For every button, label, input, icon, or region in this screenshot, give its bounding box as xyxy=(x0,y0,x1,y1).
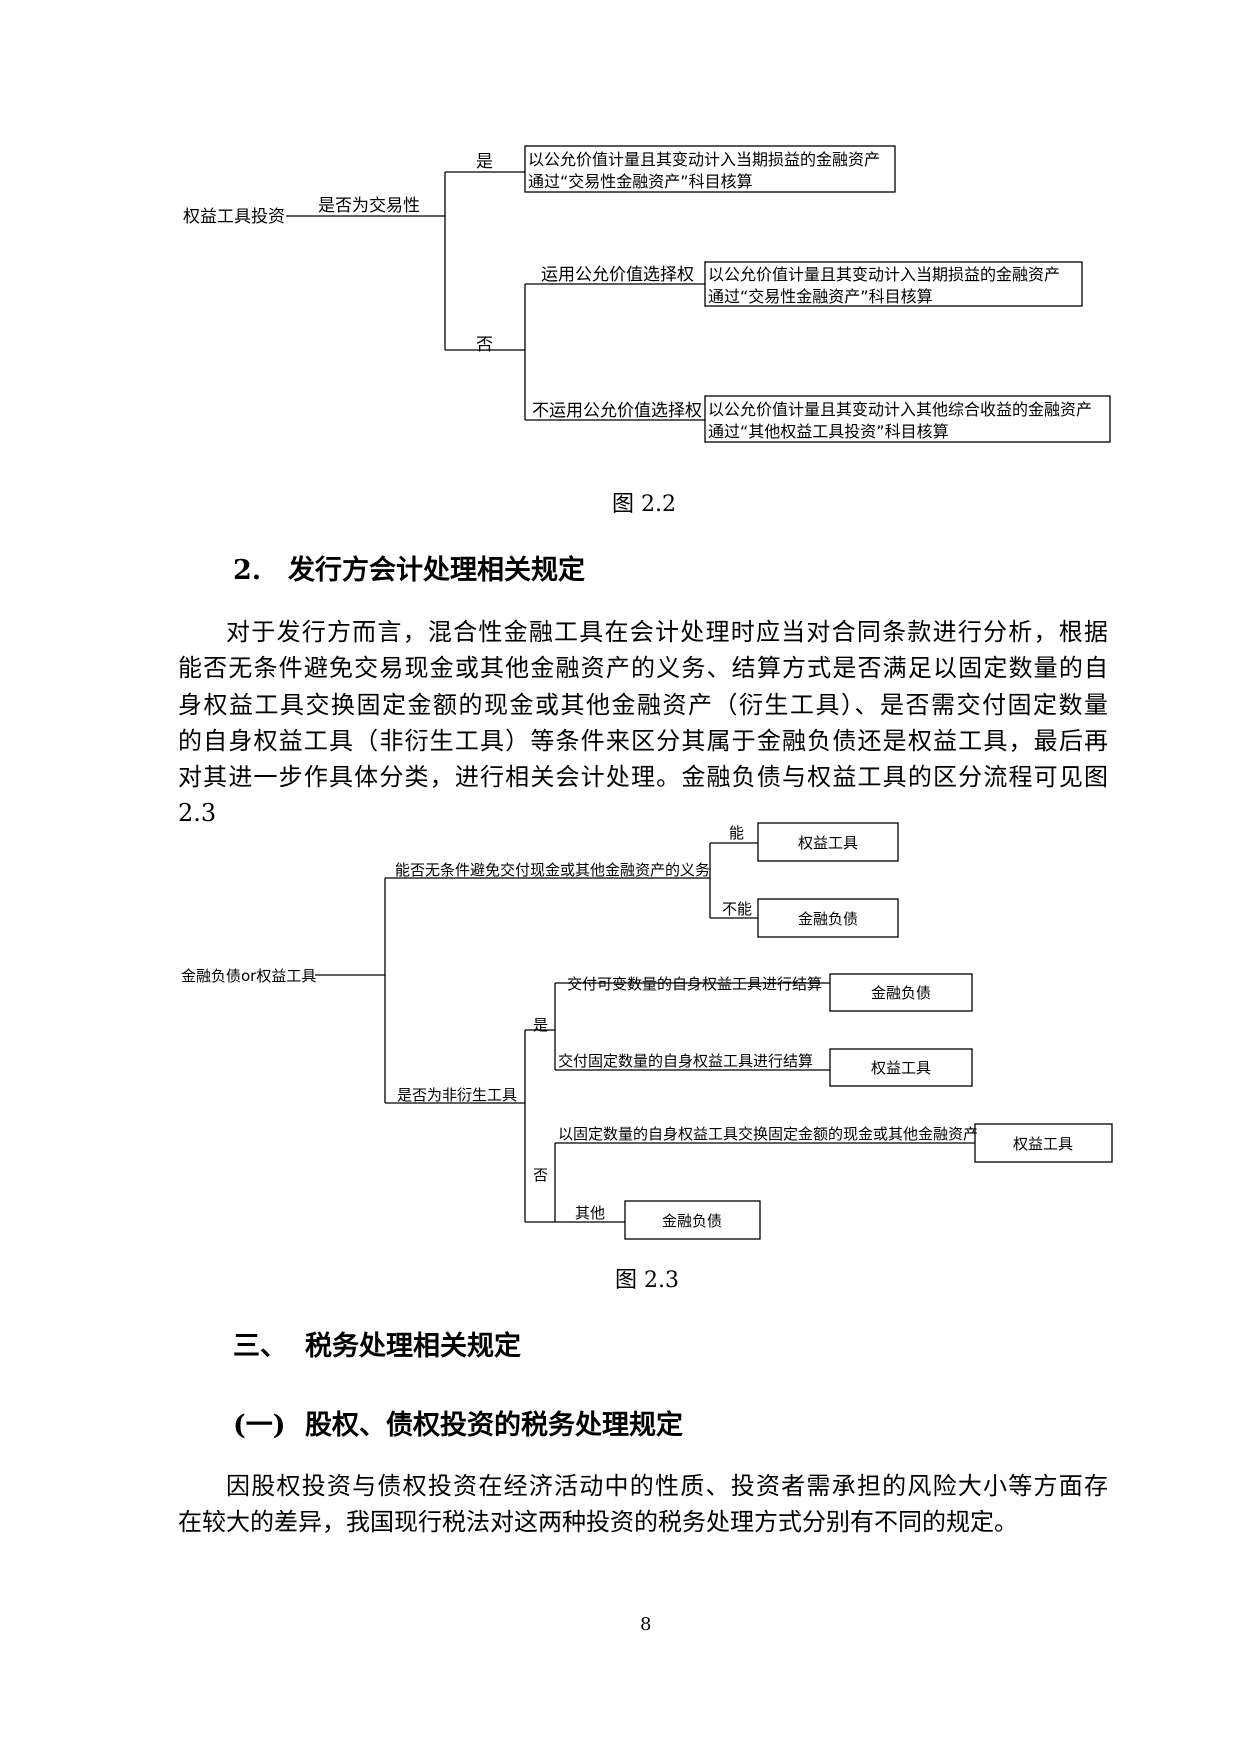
option-not-use-result-text: 通过“其他权益工具投资”科目核算 xyxy=(708,422,949,441)
q2-no-a-result-box xyxy=(974,1123,1113,1163)
option-use-label: 运用公允价值选择权 xyxy=(541,265,694,285)
branch-label: 其他 xyxy=(575,1204,605,1222)
question-label: 能否无条件避免交付现金或其他金融资产的义务 xyxy=(395,861,710,879)
q2-yes-a-result-box xyxy=(829,973,973,1012)
paragraph-line: 对于发行方而言，混合性金融工具在会计处理时应当对合同条款进行分析，根据 xyxy=(226,618,1108,646)
branch-label: 交付可变数量的自身权益工具进行结算 xyxy=(567,975,822,993)
paragraph-line: 能否无条件避免交易现金或其他金融资产的义务、结算方式是否满足以固定数量的自 xyxy=(178,654,1108,683)
subsection-title: 股权、债权投资的税务处理规定 xyxy=(305,1410,683,1441)
option-not-use-result-text: 以公允价值计量且其变动计入其他综合收益的金融资产 xyxy=(708,400,1092,419)
option-not-use-result-box xyxy=(704,395,1111,443)
root-label: 金融负债or权益工具 xyxy=(181,967,316,985)
figure-2-2-tree: 权益工具投资 是否为交易性 是 否 运用公允价值选择权 不运用公允价值选择权 以… xyxy=(183,145,1111,443)
branch-label: 以固定数量的自身权益工具交换固定金额的现金或其他金融资产 xyxy=(558,1125,978,1143)
paragraph-line: 对其进一步作具体分类，进行相关会计处理。金融负债与权益工具的区分流程可见图 xyxy=(178,763,1108,792)
option-use-result-text: 以公允价值计量且其变动计入当期损益的金融资产 xyxy=(708,265,1060,284)
no-label: 否 xyxy=(533,1166,548,1184)
yes-label: 能 xyxy=(729,824,744,842)
section-heading: 2. 发行方会计处理相关规定 xyxy=(233,548,585,587)
section-title: 发行方会计处理相关规定 xyxy=(288,555,585,586)
paragraph-line: 在较大的差异，我国现行税法对这两种投资的税务处理方式分别有不同的规定。 xyxy=(178,1508,1018,1537)
body-paragraph: 因股权投资与债权投资在经济活动中的性质、投资者需承担的风险大小等方面存 在较大的… xyxy=(178,1468,1108,1541)
result-label: 权益工具 xyxy=(871,1059,931,1077)
yes-result-text: 以公允价值计量且其变动计入当期损益的金融资产 xyxy=(528,150,880,169)
page-number: 8 xyxy=(640,1614,652,1635)
result-label: 权益工具 xyxy=(798,834,858,852)
subsection-number: (一) xyxy=(233,1410,286,1441)
no-label: 不能 xyxy=(722,900,752,918)
figure-2-3-tree: 金融负债or权益工具 能否无条件避免交付现金或其他金融资产的义务 能 不能 权益… xyxy=(181,822,1113,1240)
yes-label: 是 xyxy=(476,152,493,172)
result-label: 金融负债 xyxy=(662,1212,722,1230)
q1-no-result-box xyxy=(757,898,899,938)
figure-caption: 图 2.2 xyxy=(612,492,676,517)
root-label: 权益工具投资 xyxy=(183,207,285,227)
result-label: 金融负债 xyxy=(871,984,931,1002)
section-heading: 三、税务处理相关规定 xyxy=(233,1324,521,1363)
paragraph-line: 2.3 xyxy=(178,799,217,828)
question-label: 是否为非衍生工具 xyxy=(397,1086,517,1104)
result-label: 权益工具 xyxy=(1013,1135,1073,1153)
yes-label: 是 xyxy=(533,1016,548,1034)
subsection-heading: (一) 股权、债权投资的税务处理规定 xyxy=(233,1403,683,1442)
paragraph-line: 的自身权益工具（非衍生工具）等条件来区分其属于金融负债还是权益工具，最后再 xyxy=(178,726,1108,755)
q1-yes-result-box xyxy=(757,822,899,862)
option-use-result-box xyxy=(704,261,1083,307)
result-label: 金融负债 xyxy=(798,910,858,928)
figure-caption: 图 2.3 xyxy=(615,1268,679,1293)
q2-yes-b-result-box xyxy=(829,1048,973,1087)
option-use-result-text: 通过“交易性金融资产”科目核算 xyxy=(708,287,933,306)
section-number: 三、 xyxy=(233,1331,287,1362)
section-title: 税务处理相关规定 xyxy=(305,1331,521,1362)
question-label: 是否为交易性 xyxy=(318,196,420,216)
paragraph-line: 身权益工具交换固定金额的现金或其他金融资产（衍生工具）、是否需交付固定数量 xyxy=(178,690,1108,719)
yes-result-box xyxy=(524,145,896,193)
no-label: 否 xyxy=(476,335,493,355)
option-not-use-label: 不运用公允价值选择权 xyxy=(532,401,702,421)
paragraph-line: 因股权投资与债权投资在经济活动中的性质、投资者需承担的风险大小等方面存 xyxy=(226,1472,1108,1500)
section-number: 2. xyxy=(233,555,262,586)
body-paragraph: 对于发行方而言，混合性金融工具在会计处理时应当对合同条款进行分析，根据 能否无条… xyxy=(178,614,1108,832)
q2-no-b-result-box xyxy=(624,1200,761,1240)
branch-label: 交付固定数量的自身权益工具进行结算 xyxy=(558,1052,813,1070)
yes-result-text: 通过“交易性金融资产”科目核算 xyxy=(528,172,753,191)
